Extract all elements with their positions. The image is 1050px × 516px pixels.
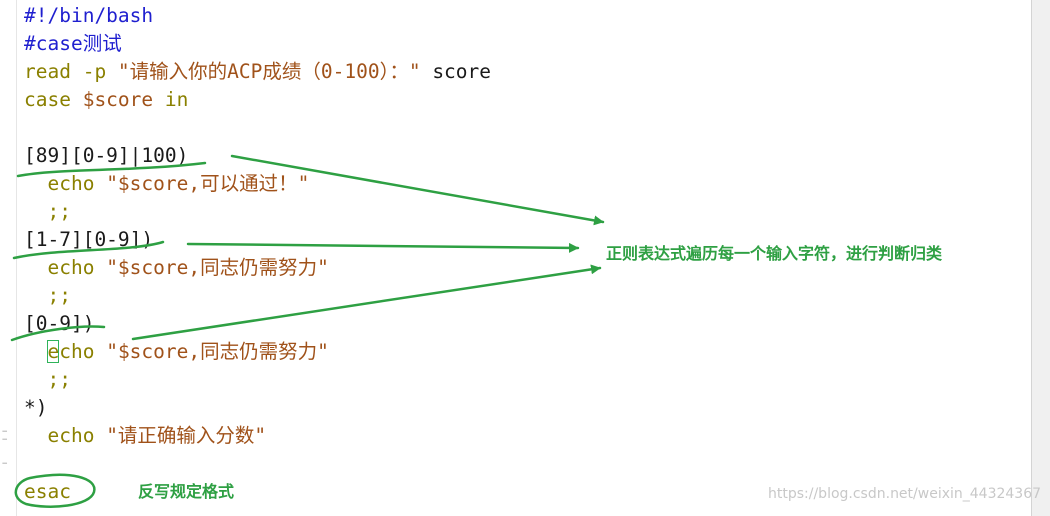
- code-line[interactable]: case $score in: [24, 86, 491, 114]
- code-token: #!/bin/bash: [24, 4, 154, 27]
- code-token: case: [24, 88, 83, 111]
- code-token: "$score,同志仍需努力": [106, 256, 329, 279]
- code-token: esac: [24, 480, 71, 503]
- fold-marker[interactable]: −: [2, 435, 8, 445]
- code-token: ;;: [24, 368, 71, 391]
- fold-marker[interactable]: −: [2, 427, 8, 437]
- code-line[interactable]: echo "请正确输入分数": [24, 422, 491, 450]
- code-line[interactable]: [24, 450, 491, 478]
- code-line[interactable]: ;;: [24, 366, 491, 394]
- code-token: score: [420, 60, 492, 83]
- code-token: "请输入你的ACP成绩（0-100）：": [117, 60, 421, 83]
- code-token: *): [24, 396, 48, 419]
- text-caret: e: [47, 340, 60, 363]
- code-token: echo: [24, 424, 107, 447]
- code-line[interactable]: echo "$score,可以通过！": [24, 170, 491, 198]
- vertical-scrollbar[interactable]: [1031, 0, 1050, 516]
- watermark: https://blog.csdn.net/weixin_44324367: [768, 486, 1042, 502]
- code-token: "$score,同志仍需努力": [106, 340, 329, 363]
- esac-annotation: 反写规定格式: [138, 482, 235, 501]
- editor-gutter: − − −: [0, 0, 17, 516]
- code-token: read -p: [24, 60, 118, 83]
- code-line[interactable]: read -p "请输入你的ACP成绩（0-100）：" score: [24, 58, 491, 86]
- code-line[interactable]: *): [24, 394, 491, 422]
- fold-marker[interactable]: −: [2, 459, 8, 469]
- code-token: cho: [59, 340, 107, 363]
- code-token: ;;: [24, 200, 71, 223]
- code-line[interactable]: [24, 114, 491, 142]
- code-token: echo: [24, 256, 107, 279]
- code-editor[interactable]: #!/bin/bash #case测试 read -p "请输入你的ACP成绩（0-…: [24, 2, 491, 506]
- code-line[interactable]: [1-7][0-9]): [24, 226, 491, 254]
- code-token: "请正确输入分数": [106, 424, 267, 447]
- code-line[interactable]: #!/bin/bash: [24, 2, 491, 30]
- code-line[interactable]: [0-9]): [24, 310, 491, 338]
- code-token: "$score,可以通过！": [106, 172, 310, 195]
- code-token: [24, 340, 47, 363]
- code-line[interactable]: #case测试: [24, 30, 491, 58]
- regex-annotation: 正则表达式遍历每一个输入字符，进行判断归类: [606, 244, 943, 263]
- code-line[interactable]: ;;: [24, 282, 491, 310]
- code-token: in: [153, 88, 189, 111]
- code-token: echo: [24, 172, 107, 195]
- code-line[interactable]: [89][0-9]|100): [24, 142, 491, 170]
- code-token: $score: [82, 88, 154, 111]
- code-token: [0-9]): [24, 312, 95, 335]
- code-line[interactable]: esac: [24, 478, 491, 506]
- code-line[interactable]: echo "$score,同志仍需努力": [24, 254, 491, 282]
- code-token: [89][0-9]|100): [24, 144, 189, 167]
- code-line[interactable]: echo "$score,同志仍需努力": [24, 338, 491, 366]
- code-token: #case测试: [24, 32, 122, 55]
- code-line[interactable]: ;;: [24, 198, 491, 226]
- code-token: [1-7][0-9]): [24, 228, 154, 251]
- code-token: ;;: [24, 284, 71, 307]
